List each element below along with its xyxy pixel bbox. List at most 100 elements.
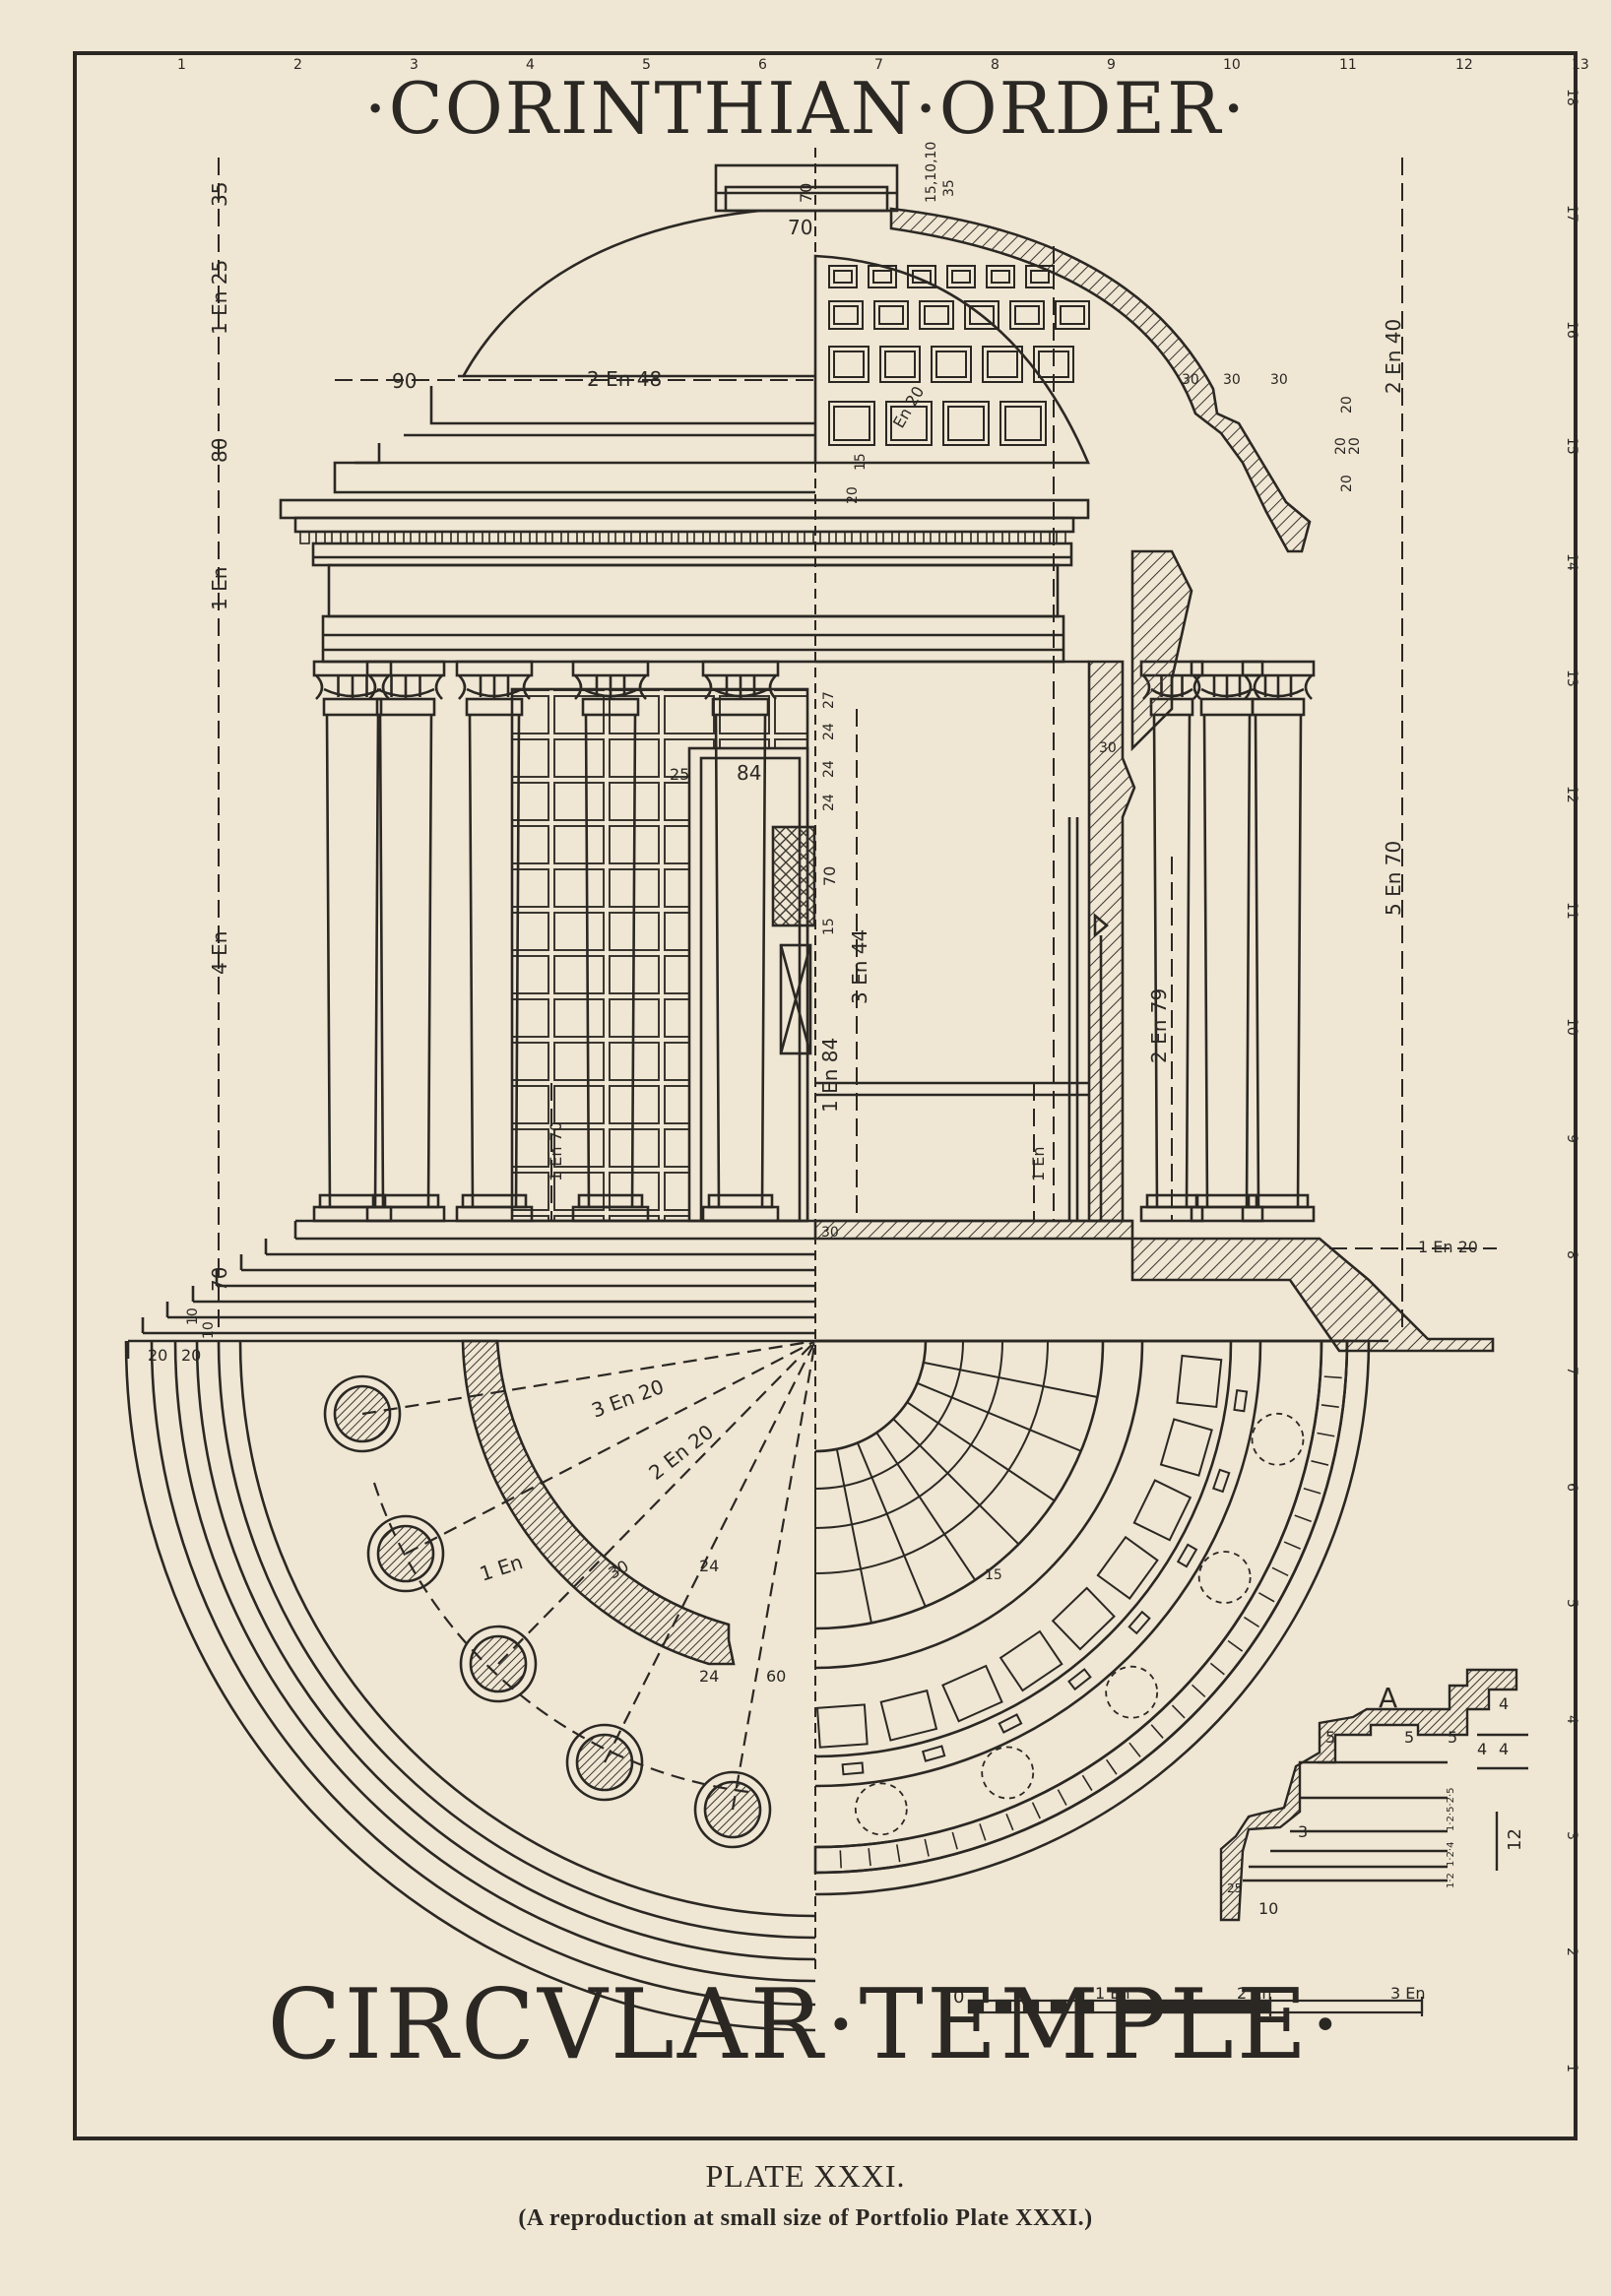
border-number-right: 16 bbox=[1564, 321, 1579, 339]
meander-tick bbox=[1271, 1566, 1289, 1577]
dome-coffer bbox=[946, 265, 976, 288]
dim-dome-90: 90 bbox=[392, 369, 417, 393]
dim-left-1en: 1 En bbox=[208, 567, 231, 610]
plate-number: PLATE XXXI. bbox=[705, 2158, 906, 2194]
dentil bbox=[804, 531, 814, 544]
dim-left-35: 35 bbox=[208, 182, 231, 207]
dentil bbox=[772, 531, 783, 544]
detail-small2: 1·2·4 bbox=[1446, 1842, 1456, 1867]
dim-right-30c: 30 bbox=[1270, 372, 1288, 388]
detail-4b: 4 bbox=[1499, 1740, 1509, 1758]
dome-coffer bbox=[931, 346, 972, 383]
meander-tick bbox=[1227, 1639, 1244, 1652]
plan-column-outer bbox=[366, 1514, 445, 1593]
dentil bbox=[425, 531, 436, 544]
dentil bbox=[1008, 531, 1019, 544]
column-shaft bbox=[468, 714, 521, 1208]
dome-coffer bbox=[982, 346, 1023, 383]
column-shaft bbox=[1152, 714, 1192, 1208]
dentil bbox=[457, 531, 468, 544]
border-number-top: 1 bbox=[177, 57, 186, 73]
meander-tick bbox=[868, 1848, 871, 1867]
plate-note: (A reproduction at small size of Portfol… bbox=[518, 2205, 1093, 2231]
dim-right-1en20: 1 En 20 bbox=[1418, 1238, 1478, 1256]
dome-coffer-inner bbox=[833, 351, 865, 378]
plate-frame bbox=[73, 51, 1578, 2140]
dome-coffer bbox=[828, 300, 864, 330]
detail-a-profile bbox=[1219, 1668, 1518, 1922]
dome-coffer-inner bbox=[833, 305, 859, 325]
coffer-rib bbox=[875, 1432, 977, 1581]
dome-coffer bbox=[868, 265, 897, 288]
dentil bbox=[347, 531, 357, 544]
border-number-top: 8 bbox=[991, 57, 999, 73]
dentil bbox=[488, 531, 499, 544]
dome-coffer bbox=[885, 401, 933, 446]
coffer-ring bbox=[814, 1340, 1003, 1529]
meander-pattern bbox=[839, 1375, 1342, 1869]
dome-coffer bbox=[873, 300, 909, 330]
ceiling-small-panel bbox=[921, 1745, 946, 1762]
meander-tick bbox=[1171, 1704, 1186, 1719]
column-abacus bbox=[701, 660, 780, 677]
ceiling-column-markers bbox=[854, 1412, 1305, 1836]
column-necking bbox=[375, 697, 436, 717]
dome-section-wall bbox=[889, 207, 1312, 553]
border-number-top: 7 bbox=[874, 57, 883, 73]
dim-right-20a: 20 bbox=[1339, 396, 1355, 414]
dim-int-84: 84 bbox=[737, 761, 761, 785]
dentil bbox=[898, 531, 909, 544]
meander-tick bbox=[1005, 1813, 1014, 1831]
dome-coffer bbox=[828, 346, 870, 383]
coffer-rib bbox=[835, 1448, 872, 1624]
ceiling-plan-outer bbox=[814, 1339, 1371, 1896]
border-number-top: 2 bbox=[293, 57, 302, 73]
border-number-right: 9 bbox=[1564, 1134, 1579, 1143]
dome-coffers bbox=[828, 265, 1090, 446]
dentil bbox=[378, 531, 389, 544]
column-abacus bbox=[1241, 660, 1316, 677]
plan-column-outer bbox=[565, 1723, 644, 1802]
detail-5a: 5 bbox=[1325, 1728, 1335, 1747]
dentil bbox=[851, 531, 862, 544]
door-lattice bbox=[771, 825, 816, 927]
dome-coffer-inner bbox=[951, 270, 971, 284]
dome-coffer-inner bbox=[987, 351, 1018, 378]
border-number-right: 18 bbox=[1564, 89, 1579, 106]
cornice bbox=[279, 498, 1090, 520]
plan-cella-wall bbox=[461, 1339, 736, 1666]
ceiling-panel bbox=[999, 1629, 1063, 1692]
dentil bbox=[362, 531, 373, 544]
border-number-top: 11 bbox=[1339, 57, 1357, 73]
ceiling-column-marker bbox=[1105, 1665, 1159, 1719]
meander-tick bbox=[1128, 1742, 1141, 1757]
frieze bbox=[327, 563, 1060, 618]
dome-coffer bbox=[1009, 300, 1045, 330]
dim-left-1en25: 1 En 25 bbox=[208, 260, 231, 335]
coffer-rib bbox=[892, 1418, 1020, 1546]
dentil bbox=[741, 531, 751, 544]
dim-left-4en: 4 En bbox=[208, 931, 231, 975]
column-capital bbox=[1244, 674, 1313, 700]
plan-step-ring bbox=[150, 1340, 816, 2007]
dim-plan-2en20: 2 En 20 bbox=[644, 1420, 718, 1485]
dentil bbox=[725, 531, 736, 544]
border-number-right: 11 bbox=[1564, 902, 1579, 920]
scale-0: 0 bbox=[953, 1987, 964, 2008]
meander-tick bbox=[839, 1850, 842, 1869]
coffer-rib bbox=[923, 1361, 1098, 1398]
detail-3: 3 bbox=[1298, 1822, 1308, 1841]
detail-5c: 5 bbox=[1448, 1728, 1457, 1747]
dim-left-80: 80 bbox=[208, 438, 231, 463]
column-necking bbox=[711, 697, 770, 717]
dim-coffer-15: 15 bbox=[853, 453, 869, 471]
meander-tick bbox=[1303, 1487, 1321, 1495]
meander-tick bbox=[1209, 1662, 1225, 1676]
ceiling-column-marker bbox=[981, 1746, 1035, 1800]
dome-coffer-inner bbox=[935, 351, 967, 378]
border-number-top: 6 bbox=[758, 57, 767, 73]
plan-radials bbox=[361, 1339, 817, 1811]
dome-coffer bbox=[828, 265, 858, 288]
title-circular-temple: CIRCVLAR·TEMPLE· bbox=[267, 1969, 1344, 2081]
